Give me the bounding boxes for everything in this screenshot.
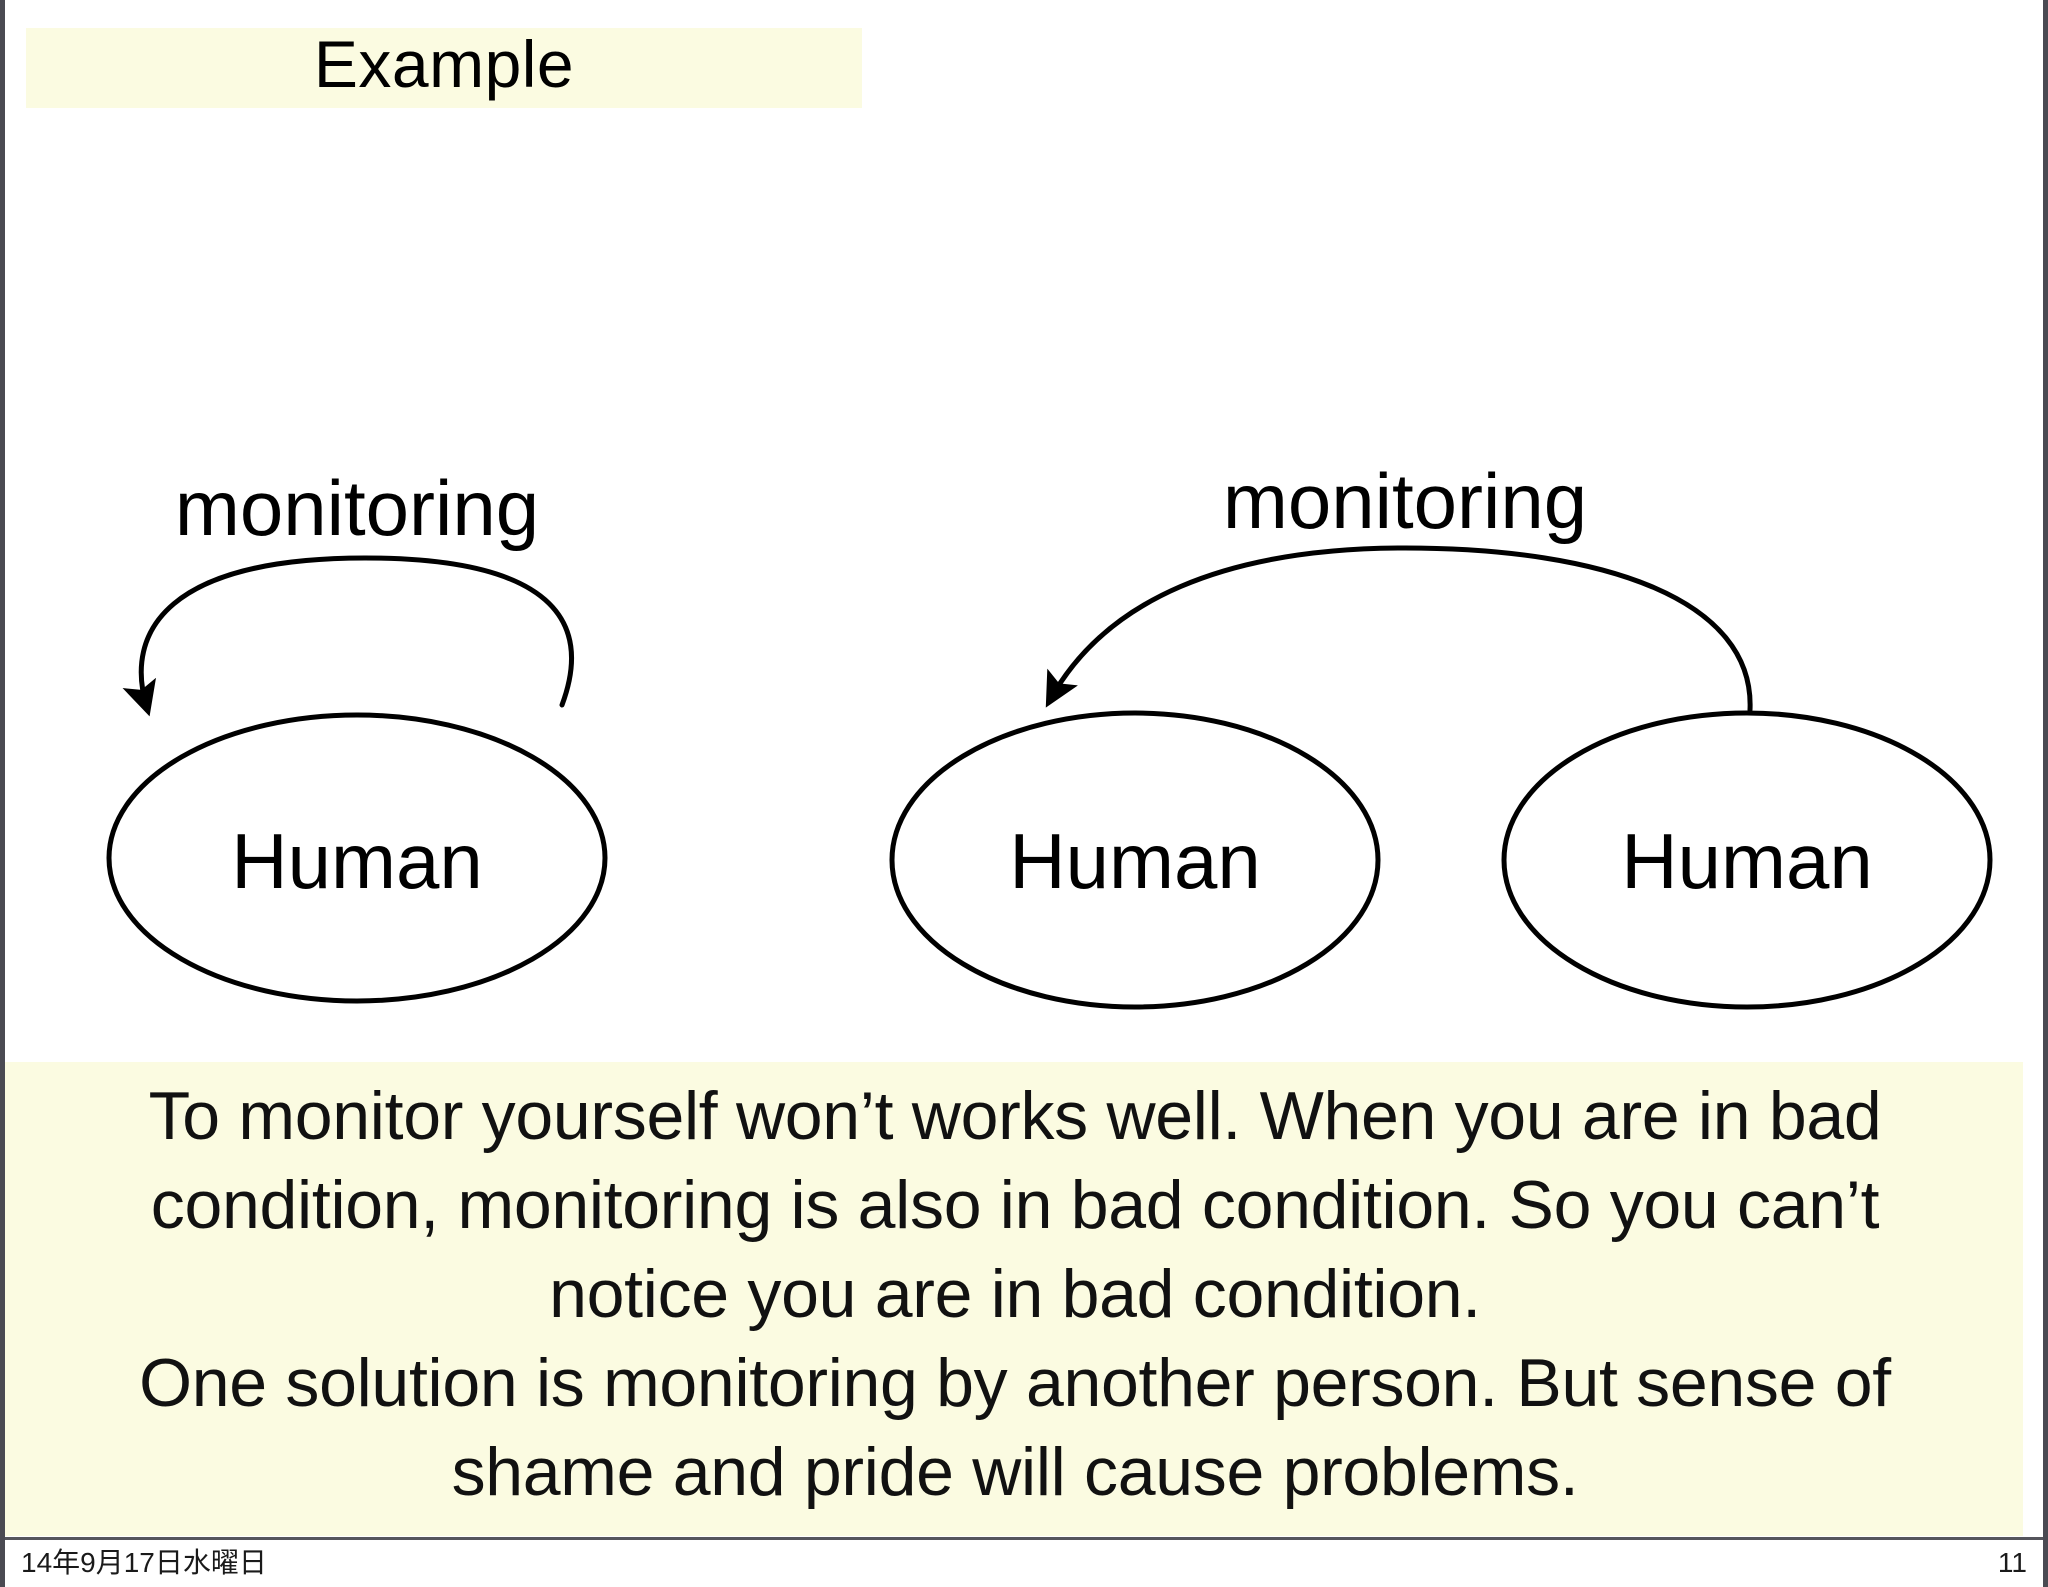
right-peer-monitoring-group [889, 545, 1993, 1010]
diagram-area: monitoring Human monitoring Human Human [5, 300, 2043, 1060]
peer-monitoring-arrow [1045, 545, 1753, 713]
right-node-b-label: Human [1621, 817, 1872, 905]
title-highlight-box [26, 28, 862, 108]
footer-page-number: 11 [1997, 1547, 2027, 1578]
footer-divider [5, 1537, 2043, 1540]
self-monitoring-arrow [122, 555, 574, 717]
body-line-3: notice you are in bad condition. [549, 1256, 1481, 1332]
body-paragraph: To monitor yourself won’t works well. Wh… [13, 1072, 2017, 1517]
left-monitoring-label: monitoring [175, 464, 539, 552]
body-line-5: shame and pride will cause problems. [451, 1434, 1579, 1510]
body-line-1: To monitor yourself won’t works well. Wh… [148, 1078, 1882, 1154]
body-line-2: condition, monitoring is also in bad con… [150, 1167, 1880, 1243]
node-ellipse-human-self [106, 712, 608, 1004]
right-monitoring-label: monitoring [1223, 457, 1587, 545]
page-title: Example [313, 27, 575, 101]
body-highlight-box [5, 1062, 2023, 1536]
node-ellipse-human-observed [1501, 710, 1993, 1010]
body-line-4: One solution is monitoring by another pe… [139, 1345, 1891, 1421]
right-node-a-label: Human [1009, 817, 1260, 905]
node-ellipse-human-observer [889, 710, 1381, 1010]
left-node-label: Human [231, 817, 482, 905]
left-self-monitoring-group [106, 555, 608, 1004]
footer-date: 14年9月17日水曜日 [21, 1547, 267, 1578]
